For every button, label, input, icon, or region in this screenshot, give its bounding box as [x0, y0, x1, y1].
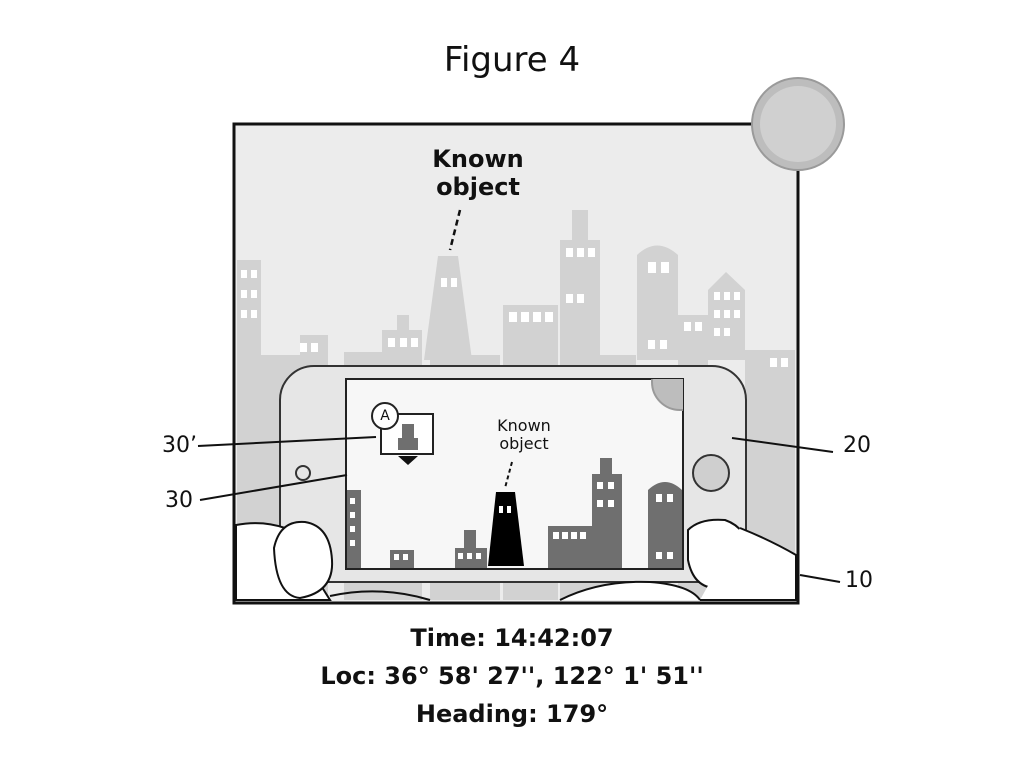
- caption-heading: Heading: 179°: [0, 700, 1024, 728]
- caption-location: Loc: 36° 58' 27'', 122° 1' 51'': [0, 662, 1024, 690]
- known-object-label: Known object: [388, 146, 568, 201]
- ref-label-10: 10: [845, 568, 873, 593]
- ref-label-30-prime: 30’: [162, 433, 197, 458]
- ref-line-10: [800, 575, 840, 582]
- phone-home-button[interactable]: [693, 455, 729, 491]
- sun-icon: [752, 78, 844, 170]
- caption-time: Time: 14:42:07: [0, 624, 1024, 652]
- marker-badge: A: [371, 402, 399, 430]
- phone-camera: [296, 466, 310, 480]
- water-tower-icon: [398, 438, 418, 450]
- ref-label-30: 30: [165, 488, 193, 513]
- screen-known-object-label: Known object: [459, 417, 589, 454]
- ref-label-20: 20: [843, 433, 871, 458]
- figure-title: Figure 4: [0, 40, 1024, 80]
